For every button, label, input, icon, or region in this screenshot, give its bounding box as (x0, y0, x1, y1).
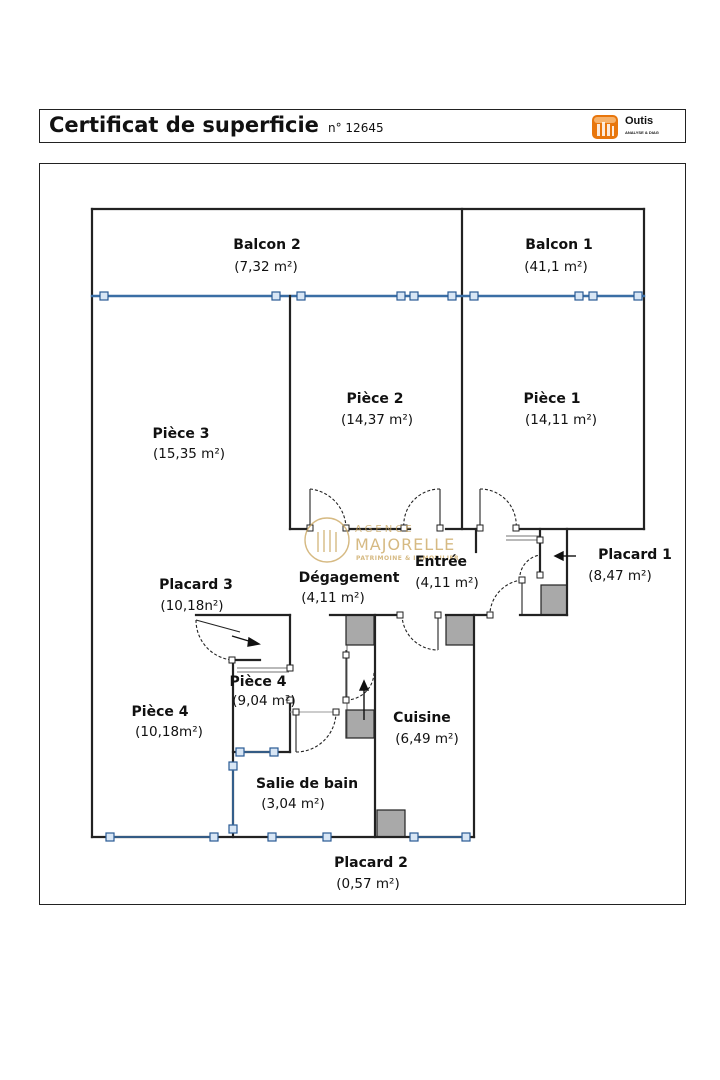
salle-de-bain-fixture (345, 709, 375, 739)
piece2-area: (14,37 m²) (341, 412, 413, 428)
floor-plan-frame (39, 163, 686, 905)
piece4-name: Pièce 4 (132, 704, 189, 720)
degagement-area: (4,11 m²) (301, 590, 364, 606)
cuisine-fixture (445, 614, 475, 646)
piece2-name: Pièce 2 (347, 391, 404, 407)
outis-logo-icon (592, 115, 618, 139)
arrows (231, 550, 576, 720)
balcon1-area: (41,1 m²) (524, 259, 587, 275)
balcon1-name: Balcon 1 (525, 237, 592, 253)
doors (195, 488, 541, 753)
placard2-fixture (376, 809, 406, 838)
fixtures (345, 584, 568, 838)
placard2-name: Placard 2 (334, 855, 408, 871)
placard1-area: (8,47 m²) (588, 568, 651, 584)
entree-name: Entrée (415, 554, 467, 570)
placard1-fixture (540, 584, 568, 616)
watermark-emblem (304, 517, 350, 563)
salle-de-bain-area: (3,04 m²) (261, 796, 324, 812)
certificate-number: n° 12645 (328, 121, 384, 135)
piece4-small-name: Pièce 4 (230, 674, 287, 690)
piece1-name: Pièce 1 (524, 391, 581, 407)
room-labels: Balcon 2 (7,32 m²) Balcon 1 (41,1 m²) Pi… (132, 237, 672, 892)
walls (90, 207, 646, 839)
piece4-small-area: (9,04 m²) (232, 693, 295, 709)
watermark-line3: PATRIMOINE & IMMOBILIER (356, 555, 459, 562)
watermark: AGENCE MAJORELLE PATRIMOINE & IMMOBILIER (304, 517, 459, 563)
piece4-area: (10,18m²) (135, 724, 203, 740)
salle-de-bain-name: Salie de bain (256, 776, 358, 792)
certificate-title: Certificat de superficie (49, 113, 319, 137)
degagement-name: Dégagement (299, 570, 400, 586)
certificate-header: Certificat de superficie n° 12645 Outis … (39, 109, 686, 143)
balcon2-name: Balcon 2 (233, 237, 300, 253)
placard3-name: Placard 3 (159, 577, 233, 593)
cuisine-area: (6,49 m²) (395, 731, 458, 747)
piece3-name: Pièce 3 (153, 426, 210, 442)
door-hinges (228, 524, 544, 716)
windows (99, 291, 643, 842)
brand-name: Outis (625, 115, 654, 127)
degagement-fixture (345, 614, 375, 646)
placard3-area: (10,18n²) (160, 598, 223, 614)
window-frames (114, 751, 462, 838)
watermark-line1: AGENCE (355, 524, 415, 535)
entree-area: (4,11 m²) (415, 575, 478, 591)
cuisine-name: Cuisine (393, 710, 451, 726)
watermark-columns-icon (317, 530, 337, 552)
brand-tagline: ANALYSE & DIAG (625, 130, 659, 135)
placard1-name: Placard 1 (598, 547, 672, 563)
placard2-area: (0,57 m²) (336, 876, 399, 892)
watermark-line2: MAJORELLE (355, 535, 455, 554)
piece1-area: (14,11 m²) (525, 412, 597, 428)
piece3-area: (15,35 m²) (153, 446, 225, 462)
balcon2-area: (7,32 m²) (234, 259, 297, 275)
header-title-group: Certificat de superficie n° 12645 (49, 113, 384, 137)
brand-logo: Outis ANALYSE & DIAG (589, 113, 679, 141)
